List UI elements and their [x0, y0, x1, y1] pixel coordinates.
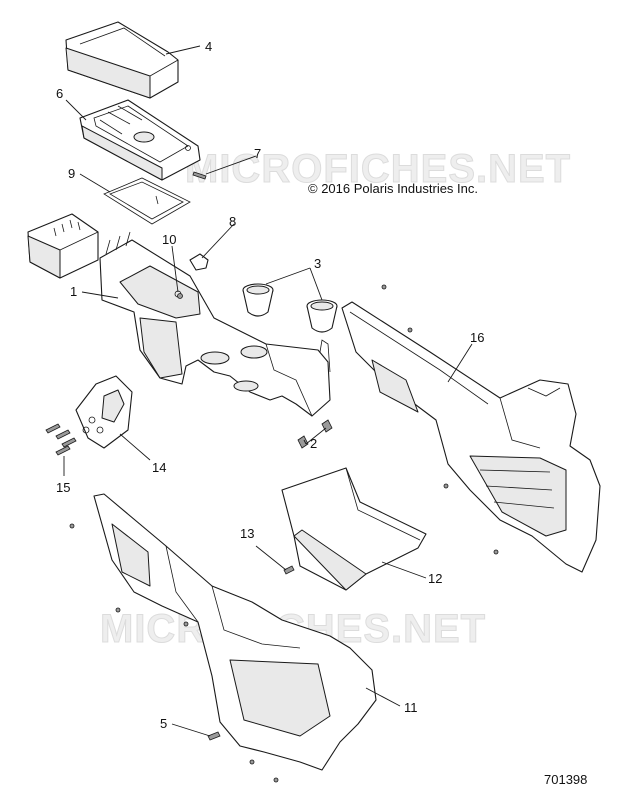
watermark-top: MICROFICHES.NET — [185, 147, 571, 191]
part-8-clip — [189, 253, 209, 271]
part-6-lid-tray — [79, 99, 201, 181]
part-3-cup-holder-b — [306, 299, 338, 333]
part-1-center-console — [99, 231, 331, 417]
part-11-left-panel — [93, 493, 377, 771]
callout-7: 7 — [254, 146, 261, 161]
callout-14: 14 — [152, 460, 166, 475]
part-16-right-panel — [341, 301, 601, 573]
part-14-bracket — [75, 375, 133, 449]
part-5-screw — [207, 731, 221, 741]
callout-1: 1 — [70, 284, 77, 299]
callout-12: 12 — [428, 571, 442, 586]
part-10-fastener — [177, 293, 183, 299]
loose-fasteners — [69, 284, 499, 783]
callout-3: 3 — [314, 256, 321, 271]
part-13-screw — [283, 565, 295, 575]
copyright-text: © 2016 Polaris Industries Inc. — [308, 181, 478, 196]
callout-5: 5 — [160, 716, 167, 731]
callout-11: 11 — [404, 700, 418, 715]
callout-4: 4 — [205, 39, 212, 54]
callout-9: 9 — [68, 166, 75, 181]
part-12-floor-tray — [281, 467, 427, 591]
callout-13: 13 — [240, 526, 254, 541]
part-3-cup-holder-a — [242, 283, 274, 317]
part-4-lid-cover — [65, 21, 179, 99]
leader-lines — [63, 45, 473, 737]
part-9-seal — [103, 177, 191, 225]
callout-16: 16 — [470, 330, 484, 345]
callout-10: 10 — [162, 232, 176, 247]
callout-6: 6 — [56, 86, 63, 101]
storage-bin — [27, 213, 99, 279]
callout-2: 2 — [310, 436, 317, 451]
watermark-bottom: MICROFICHES.NET — [100, 607, 486, 651]
callout-8: 8 — [229, 214, 236, 229]
callout-15: 15 — [56, 480, 70, 495]
reference-number: 701398 — [544, 772, 587, 787]
callout-labels: 4 6 7 9 8 10 3 1 16 2 14 15 13 12 11 5 — [56, 39, 484, 731]
part-7-screw — [192, 171, 207, 180]
part-15-screws — [45, 423, 77, 456]
